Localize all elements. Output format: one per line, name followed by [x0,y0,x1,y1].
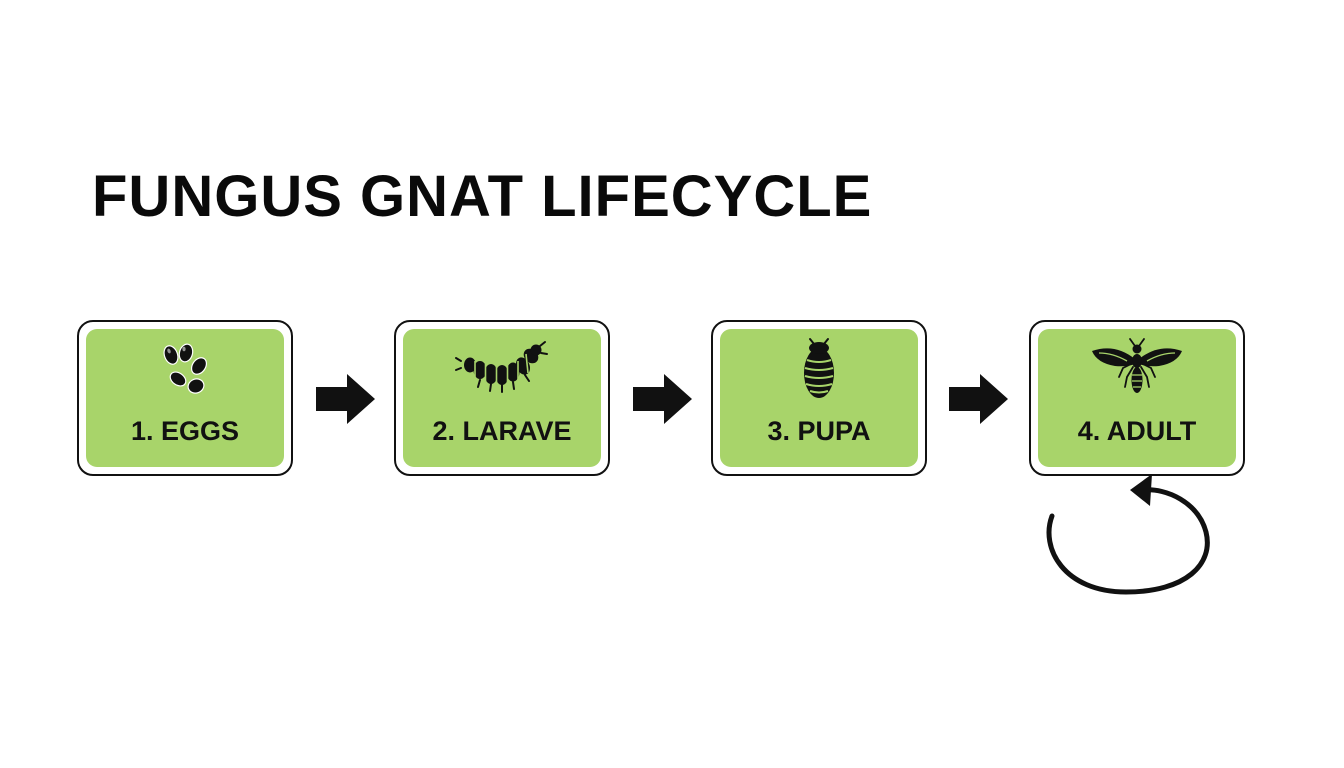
stage-larva-label: 2. LARAVE [432,416,572,446]
loop-arrow-icon [1046,474,1210,595]
right-arrow-icon [316,374,375,424]
stage-eggs-panel: 1. EGGS [86,329,284,467]
stage-pupa-label: 3. PUPA [767,416,871,446]
stage-adult-label: 4. ADULT [1077,416,1197,446]
stage-pupa-panel: 3. PUPA [720,329,918,467]
larva-icon [455,341,548,393]
eggs-icon [163,343,208,394]
stage-larva: 2. LARAVE [394,320,610,476]
stage-eggs-label: 1. EGGS [130,416,240,446]
diagram-title: FUNGUS GNAT LIFECYCLE [92,164,873,229]
stage-adult: 4. ADULT [1029,320,1245,476]
stage-eggs: 1. EGGS [77,320,293,476]
stage-larva-panel: 2. LARAVE [403,329,601,467]
pupa-icon [804,338,834,398]
stage-pupa: 3. PUPA [711,320,927,476]
right-arrow-icon [949,374,1008,424]
right-arrow-icon [633,374,692,424]
adult-gnat-icon [1092,338,1182,393]
stage-adult-panel: 4. ADULT [1038,329,1236,467]
